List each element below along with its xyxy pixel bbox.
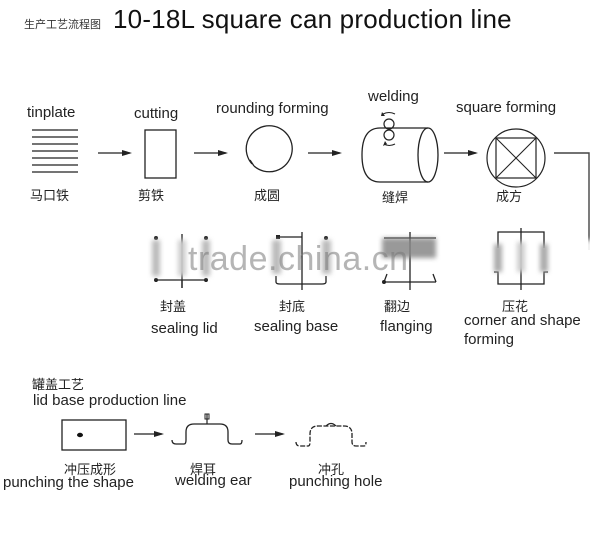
arrow-icon: [134, 431, 164, 437]
step-sealing-lid-label: sealing lid: [151, 320, 218, 337]
step-tinplate-label-cn: 马口铁: [30, 189, 70, 204]
step-rounding-label: rounding forming: [216, 100, 329, 117]
step-sealing-lid-label-cn: 封盖: [160, 300, 187, 315]
step-cutting-label-cn: 剪铁: [138, 189, 165, 204]
sealing-base-icon: [272, 232, 331, 290]
welding-ear-icon: [171, 413, 243, 445]
arrow-icon: [255, 431, 285, 437]
step-welding-label: welding: [368, 88, 419, 105]
arrow-icon: [308, 150, 342, 156]
step-welding-ear-label: welding ear: [175, 472, 252, 489]
connector-line: [554, 152, 590, 250]
cut-sheet-rectangle-icon: [144, 129, 177, 179]
arrow-icon: [444, 150, 478, 156]
step-punching-shape-label-cn: 冲压成形: [64, 463, 117, 478]
arrow-icon: [194, 150, 228, 156]
punched-blank-icon: [61, 419, 127, 451]
step-punching-hole-label: punching hole: [289, 473, 383, 490]
rounding-circle-icon: [245, 125, 293, 173]
step-sealing-base-label: sealing base: [254, 318, 339, 335]
step-corner-shape-label-line2: forming: [464, 331, 515, 348]
step-punching-shape-label: punching the shape: [3, 474, 134, 491]
step-sealing-base-label-cn: 封底: [279, 300, 306, 315]
punching-hole-icon: [295, 422, 367, 447]
step-cutting-label: cutting: [134, 105, 179, 122]
step-corner-shape-label-line1: corner and shape: [464, 312, 581, 329]
step-flanging-label: flanging: [380, 318, 433, 335]
watermark-fade: [580, 240, 596, 268]
square-forming-icon: [486, 128, 546, 188]
step-square-forming-label: square forming: [456, 99, 557, 116]
title-chinese: 生产工艺流程图: [24, 18, 101, 31]
step-welding-ear-label-cn: 焊耳: [190, 463, 217, 478]
step-welding-label-cn: 缝焊: [382, 191, 409, 206]
step-flanging-label-cn: 翻边: [384, 300, 411, 315]
sealing-lid-icon: [152, 234, 210, 288]
lid-line-title-cn: 罐盖工艺: [32, 378, 85, 393]
step-rounding-label-cn: 成圆: [254, 189, 281, 204]
lid-line-title: lid base production line: [33, 392, 187, 409]
watermark: trade.china.cn: [188, 240, 409, 278]
arrow-icon: [98, 150, 132, 156]
step-square-forming-label-cn: 成方: [496, 190, 523, 205]
page-title: 10-18L square can production line: [113, 4, 512, 34]
tinplate-stack-icon: [32, 129, 78, 173]
step-corner-shape-label-cn: 压花: [502, 300, 529, 315]
step-punching-hole-label-cn: 冲孔: [318, 463, 345, 478]
flanging-icon: [382, 232, 437, 290]
welding-cylinder-icon: [361, 111, 439, 183]
corner-shape-forming-icon: [494, 228, 548, 290]
step-tinplate-label: tinplate: [27, 104, 76, 121]
